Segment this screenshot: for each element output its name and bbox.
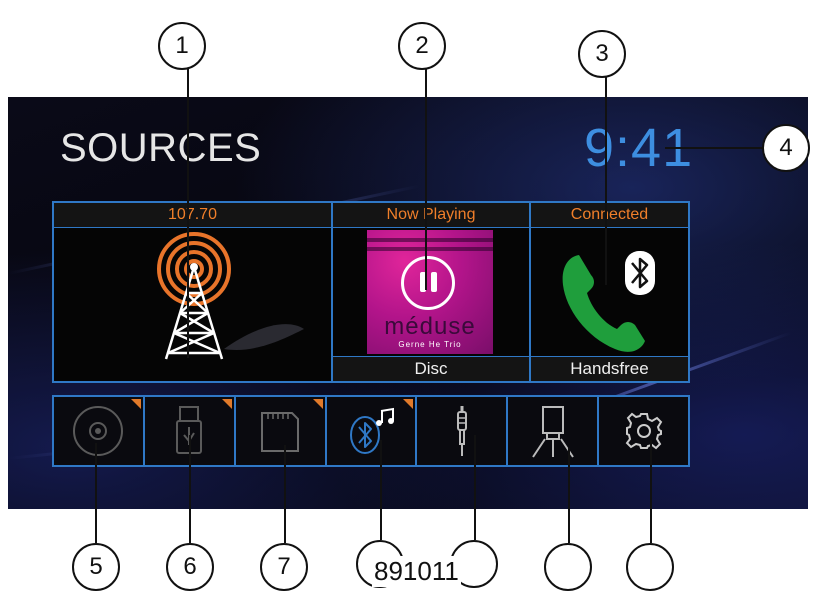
leader-line-5 xyxy=(95,443,97,543)
handsfree-label: Handsfree xyxy=(531,356,688,381)
disc-tile[interactable]: Now Playing méduse Gerne He Trio Disc xyxy=(333,203,531,381)
sd-card-source-button[interactable] xyxy=(235,397,327,465)
callout-10 xyxy=(544,543,592,591)
now-playing-label: Now Playing xyxy=(333,203,529,228)
leader-line-3 xyxy=(605,75,607,285)
bluetooth-music-icon xyxy=(350,407,394,454)
settings-button[interactable] xyxy=(599,397,689,465)
callout-4: 4 xyxy=(762,124,810,172)
camera-source-button[interactable] xyxy=(508,397,600,465)
radio-tile[interactable]: 107.70 xyxy=(54,203,333,381)
handsfree-tile[interactable]: Connected Handsfree xyxy=(531,203,688,381)
leader-line-6 xyxy=(189,435,191,543)
callout-11 xyxy=(626,543,674,591)
album-art: méduse Gerne He Trio xyxy=(367,230,493,354)
radio-frequency: 107.70 xyxy=(54,203,331,228)
callout-7: 7 xyxy=(260,543,308,591)
aux-jack-icon xyxy=(456,406,467,456)
leader-line-8 xyxy=(380,440,382,540)
leader-line-11 xyxy=(650,440,652,543)
callout-3: 3 xyxy=(578,30,626,78)
source-tiles: 107.70 xyxy=(52,201,690,383)
sd-card-icon xyxy=(261,412,300,452)
leader-line-10 xyxy=(568,448,570,543)
callout-1: 1 xyxy=(158,22,206,70)
phone-bluetooth-icon xyxy=(562,251,655,352)
leader-line-9 xyxy=(474,435,476,540)
disc-icon xyxy=(73,406,124,456)
leader-line-7 xyxy=(284,445,286,543)
page-title: SOURCES xyxy=(60,126,262,170)
pause-icon[interactable] xyxy=(401,256,455,310)
callout-group-label: 891011 xyxy=(372,556,461,587)
radio-tower-icon xyxy=(157,232,304,360)
bluetooth-audio-source-button[interactable] xyxy=(326,397,418,465)
disc-source-button[interactable] xyxy=(54,397,145,465)
callout-2: 2 xyxy=(398,22,446,70)
camera-icon xyxy=(531,406,574,458)
connection-status: Connected xyxy=(531,203,688,228)
leader-line-4 xyxy=(665,147,767,149)
album-brand: méduse xyxy=(384,313,476,340)
album-subtitle: Gerne He Trio xyxy=(398,340,462,349)
head-unit-screen: SOURCES 9:41 107.70 xyxy=(8,97,808,509)
source-bar xyxy=(52,395,690,467)
leader-line-1 xyxy=(187,68,189,358)
disc-label: Disc xyxy=(333,356,529,381)
leader-line-2 xyxy=(425,68,427,290)
aux-source-button[interactable] xyxy=(417,397,509,465)
callout-6: 6 xyxy=(166,543,214,591)
gear-icon xyxy=(625,412,662,450)
callout-5: 5 xyxy=(72,543,120,591)
